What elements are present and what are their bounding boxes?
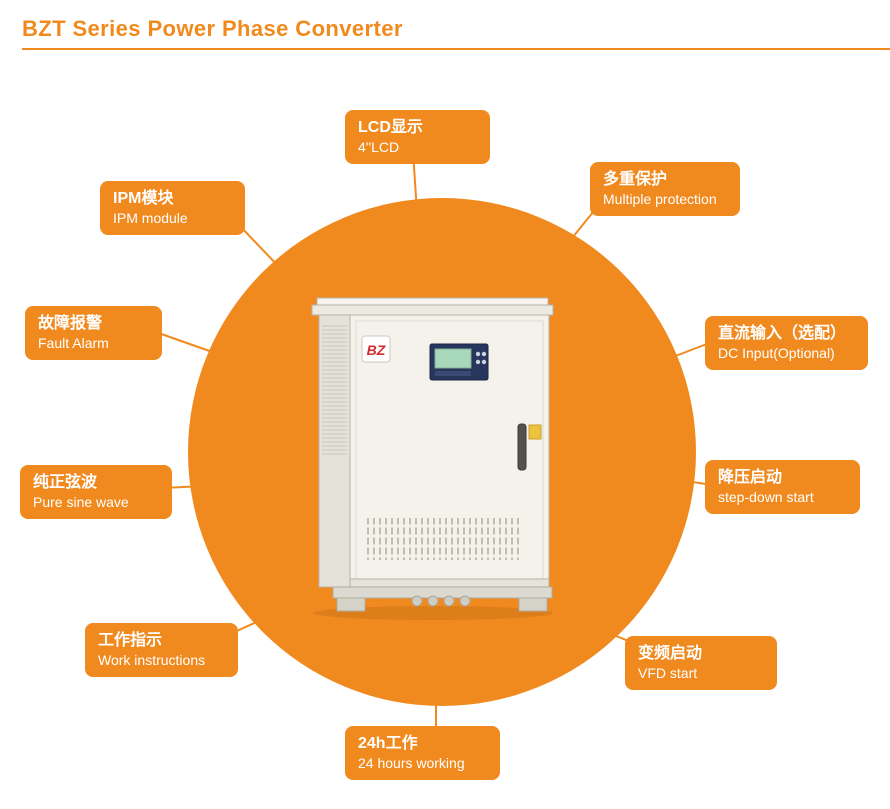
callout-step-down-start: 降压启动 step-down start bbox=[705, 460, 860, 514]
cabinet-shadow bbox=[313, 606, 553, 620]
front-vents bbox=[367, 518, 519, 560]
product-logo-text: BZ bbox=[367, 342, 386, 358]
callout-zh-label: 降压启动 bbox=[718, 469, 783, 486]
callout-en-label: 24 hours working bbox=[358, 755, 465, 771]
callout-zh-label: 工作指示 bbox=[98, 632, 163, 649]
cable-gland bbox=[427, 595, 439, 607]
cabinet-lid bbox=[311, 304, 554, 316]
lcd-button bbox=[481, 359, 487, 365]
callout-multiple-protection: 多重保护 Multiple protection bbox=[590, 162, 740, 216]
cable-gland bbox=[411, 595, 423, 607]
lcd-screen bbox=[434, 348, 472, 369]
cable-gland bbox=[443, 595, 455, 607]
header-rule bbox=[22, 48, 890, 50]
callout-lcd: LCD显示 4''LCD bbox=[345, 110, 490, 164]
callout-zh-label: IPM模块 bbox=[113, 190, 174, 207]
callout-vfd-start: 变频启动 VFD start bbox=[625, 636, 777, 690]
callout-en-label: Multiple protection bbox=[603, 191, 717, 207]
cable-gland bbox=[459, 595, 471, 607]
callout-zh-label: 多重保护 bbox=[603, 171, 668, 188]
callout-en-label: Fault Alarm bbox=[38, 335, 109, 351]
callout-work-instructions: 工作指示 Work instructions bbox=[85, 623, 238, 677]
callout-en-label: Pure sine wave bbox=[33, 494, 129, 510]
lcd-button-strip bbox=[435, 371, 471, 376]
callout-en-label: VFD start bbox=[638, 665, 698, 681]
callout-en-label: DC Input(Optional) bbox=[718, 345, 835, 361]
cabinet-foot-right bbox=[518, 597, 548, 612]
page-title: BZT Series Power Phase Converter bbox=[22, 16, 403, 41]
callout-zh-label: LCD显示 bbox=[358, 119, 423, 136]
warning-label bbox=[528, 424, 542, 440]
callout-pure-sine-wave: 纯正弦波 Pure sine wave bbox=[20, 465, 172, 519]
callout-en-label: 4''LCD bbox=[358, 139, 400, 155]
cabinet-lip bbox=[349, 578, 550, 588]
cabinet-illustration: BZ bbox=[311, 297, 554, 620]
callout-en-label: IPM module bbox=[113, 210, 188, 226]
callout-ipm-module: IPM模块 IPM module bbox=[100, 181, 245, 235]
callout-zh-label: 纯正弦波 bbox=[33, 474, 98, 491]
callout-zh-label: 直流输入（选配） bbox=[718, 325, 847, 342]
cabinet-side-louvers bbox=[322, 323, 347, 457]
logo-plate bbox=[361, 335, 391, 363]
cabinet-base bbox=[332, 586, 553, 599]
callout-en-label: step-down start bbox=[718, 489, 814, 505]
callout-zh-label: 故障报警 bbox=[38, 315, 103, 332]
callout-24h-working: 24h工作 24 hours working bbox=[345, 726, 500, 780]
cabinet-foot-left bbox=[336, 597, 366, 612]
lcd-button bbox=[475, 359, 481, 365]
callout-zh-label: 变频启动 bbox=[638, 645, 703, 662]
lcd-button bbox=[475, 351, 481, 357]
callout-dc-input: 直流输入（选配） DC Input(Optional) bbox=[705, 316, 868, 370]
callout-en-label: Work instructions bbox=[98, 652, 206, 668]
lcd-button bbox=[481, 351, 487, 357]
callout-zh-label: 24h工作 bbox=[358, 735, 418, 752]
door-handle bbox=[517, 423, 527, 471]
cabinet-lid-top bbox=[316, 297, 549, 306]
callout-fault-alarm: 故障报警 Fault Alarm bbox=[25, 306, 162, 360]
